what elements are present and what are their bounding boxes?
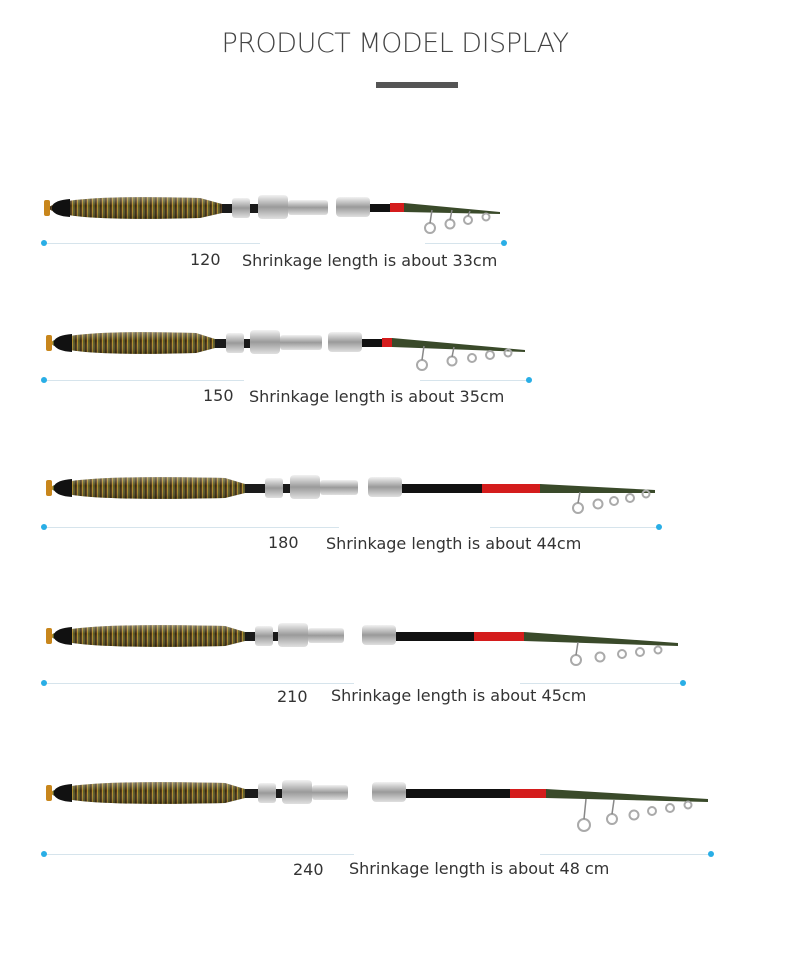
- model-row: 240 Shrinkage length is about 48 cm: [0, 765, 790, 905]
- model-row: 210 Shrinkage length is about 45cm: [0, 610, 790, 750]
- measure-line: [44, 380, 244, 381]
- fishing-rod-150: [46, 330, 525, 371]
- page-title: PRODUCT MODEL DISPLAY: [221, 28, 570, 59]
- shrinkage-length: Shrinkage length is about 35cm: [249, 387, 505, 406]
- model-size: 120: [190, 250, 221, 269]
- fishing-rod-210: [46, 623, 678, 666]
- fishing-rod-240: [46, 780, 708, 832]
- measure-line: [425, 243, 505, 244]
- measure-line: [540, 854, 712, 855]
- shrinkage-length: Shrinkage length is about 48 cm: [349, 859, 610, 878]
- shrinkage-length: Shrinkage length is about 33cm: [242, 251, 498, 270]
- model-size: 240: [293, 860, 324, 879]
- measure-line: [420, 380, 530, 381]
- measure-start-dot: [41, 377, 47, 383]
- measure-line: [44, 683, 354, 684]
- measure-line: [44, 243, 260, 244]
- measure-line: [44, 527, 339, 528]
- measure-start-dot: [41, 851, 47, 857]
- measure-end-dot: [708, 851, 714, 857]
- measure-start-dot: [41, 680, 47, 686]
- measure-end-dot: [656, 524, 662, 530]
- shrinkage-length: Shrinkage length is about 45cm: [331, 686, 587, 705]
- model-size: 150: [203, 386, 234, 405]
- shrinkage-length: Shrinkage length is about 44cm: [326, 534, 582, 553]
- fishing-rod-180: [46, 475, 655, 514]
- title-underline: [376, 82, 458, 88]
- measure-line: [490, 527, 660, 528]
- model-row: 180 Shrinkage length is about 44cm: [0, 460, 790, 600]
- model-size: 180: [268, 533, 299, 552]
- measure-start-dot: [41, 524, 47, 530]
- measure-end-dot: [526, 377, 532, 383]
- model-row: 120 Shrinkage length is about 33cm: [0, 180, 790, 320]
- fishing-rod-120: [44, 195, 500, 234]
- model-size: 210: [277, 687, 308, 706]
- measure-end-dot: [680, 680, 686, 686]
- measure-end-dot: [501, 240, 507, 246]
- measure-line: [520, 683, 684, 684]
- measure-line: [44, 854, 354, 855]
- measure-start-dot: [41, 240, 47, 246]
- model-row: 150 Shrinkage length is about 35cm: [0, 315, 790, 455]
